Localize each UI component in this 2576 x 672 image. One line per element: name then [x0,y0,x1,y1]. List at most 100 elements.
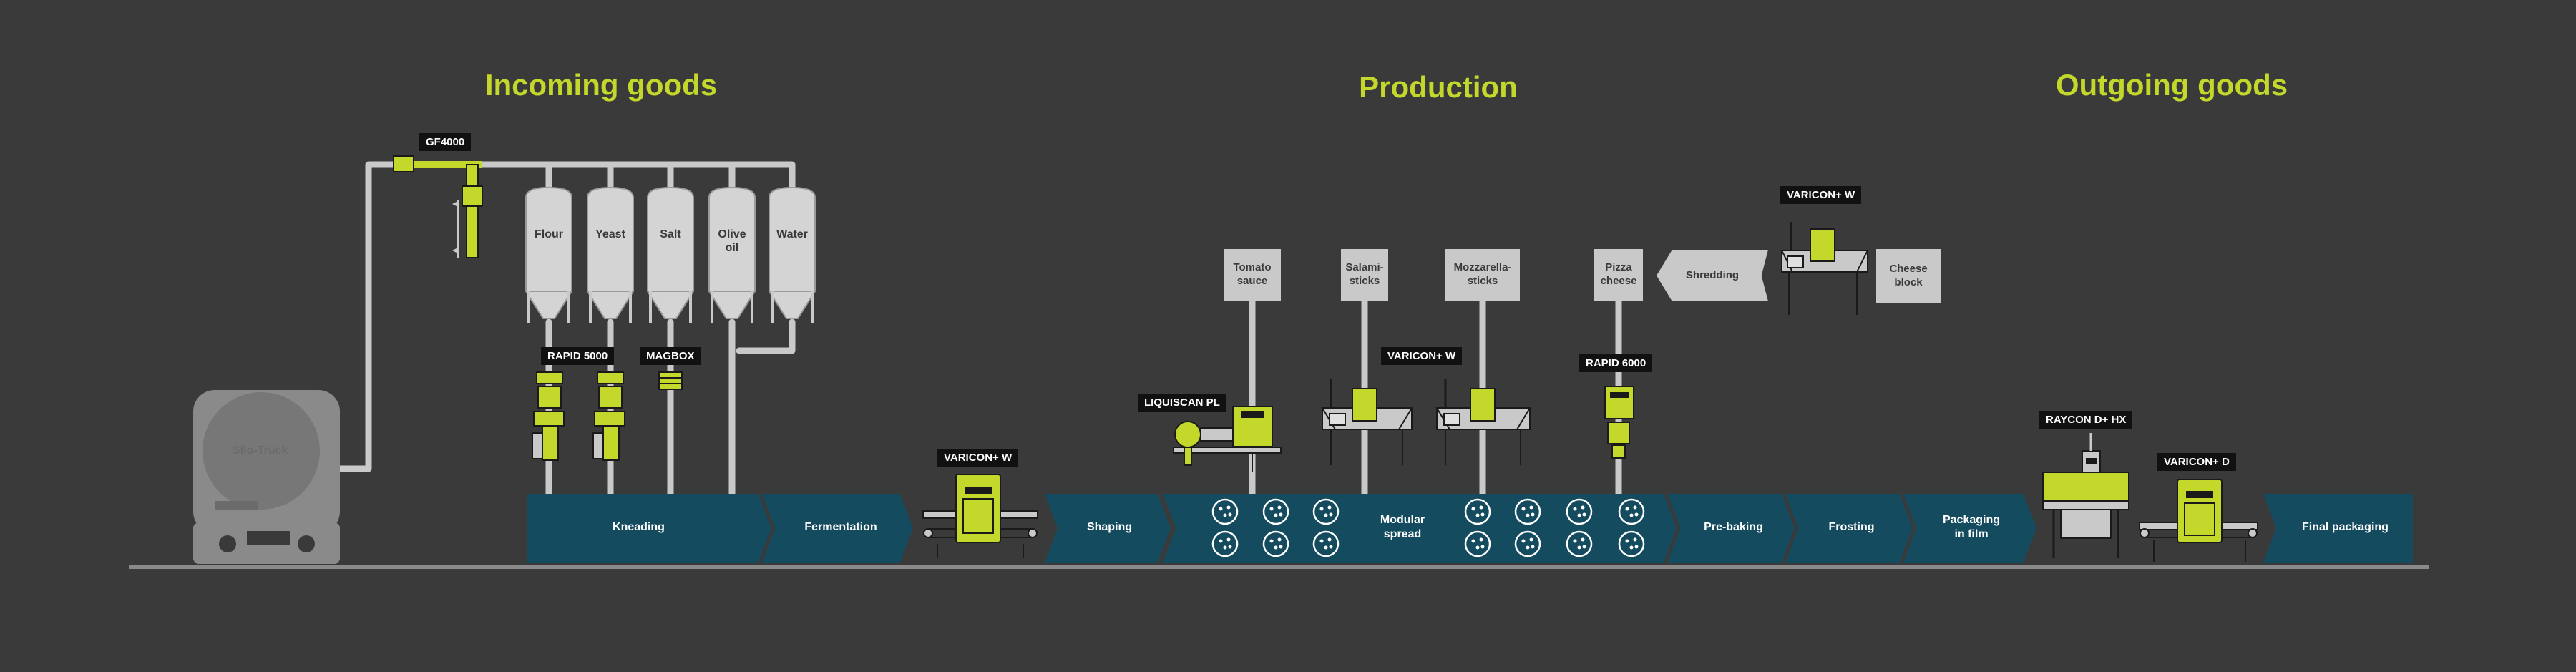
liquiscan-unit [1173,406,1282,472]
pizza-icon [1464,530,1491,557]
tag-rapid6000: RAPID 6000 [1579,354,1653,372]
pizza-icon [1618,498,1645,525]
pizza-topping-dot [1573,507,1577,511]
stage-spread-shape [1163,494,1677,563]
heading-production: Production [1359,70,1518,104]
stage-frosting: Frosting [1828,521,1875,533]
pizza-topping-dot [1625,539,1629,543]
pizza-topping-dot [1582,512,1586,517]
box-salami-sticks: Salami- sticks [1341,249,1388,301]
pizza-topping-dot [1226,537,1231,542]
pizza-topping-dot [1228,512,1232,517]
pizza-topping-dot [1319,539,1324,543]
pizza-topping-dot [1633,537,1637,542]
pizza-topping-dot [1526,513,1530,517]
pizza-topping-dot [1625,507,1629,511]
mozzarella-dispenser-unit [1435,379,1531,465]
pizza-topping-dot [1277,505,1282,510]
box-pizza-cheese: Pizza cheese [1594,249,1643,301]
pizza-icon [1262,498,1289,525]
stage-final-packaging: Final packaging [2302,521,2389,533]
flour-drop [530,161,552,191]
pizza-topping-dot [1277,537,1282,542]
pizza-topping-dot [1274,545,1278,550]
pizza-icon [1312,530,1340,557]
pizza-topping-dot [1269,507,1274,511]
salt-drop [651,161,674,191]
silo-group [525,186,816,323]
tag-varicon-d: VARICON+ D [2157,453,2236,471]
box-shredding: Shredding [1657,250,1768,301]
magbox-unit [658,371,683,390]
pizza-topping-dot [1634,512,1639,517]
pizza-topping-dot [1634,545,1639,549]
silo-label-olive-oil: Olive oil [718,228,746,255]
silo-label-salt: Salt [660,228,681,240]
silo-truck-label: Silo-Truck [233,444,288,457]
pizza-topping-dot [1324,513,1328,517]
pizza-topping-dot [1327,505,1332,510]
pizza-icon [1566,498,1593,525]
stage-frosting-shape [1785,494,1913,563]
pizza-topping-dot [1582,545,1586,549]
pizza-topping-dot [1279,545,1283,549]
pizza-topping-dot [1223,545,1227,550]
silo-olive-oil [708,186,756,319]
pizza-topping-dot [1531,512,1535,517]
stage-prebaking-shape [1667,494,1795,563]
heading-outgoing-goods: Outgoing goods [2055,68,2288,102]
raycon-unit [2042,433,2129,558]
heading-incoming-goods: Incoming goods [484,68,718,102]
water-drop [773,161,796,191]
pizza-icon [1618,530,1645,557]
tag-liquiscan: LIQUISCAN PL [1138,394,1226,412]
pizza-topping-dot [1521,507,1526,511]
pizza-icon [1211,498,1239,525]
pizza-topping-dot [1274,513,1278,517]
box-cheese-block: Cheese block [1876,249,1941,303]
stage-fermentation: Fermentation [804,521,877,533]
pizza-icon [1464,498,1491,525]
stage-shaping-shape [1045,494,1171,563]
tag-varicon-w-cheese: VARICON+ W [1780,186,1862,204]
pizza-topping-dot [1577,513,1581,517]
salami-dispenser-unit [1321,379,1413,465]
silo-yeast [587,186,634,319]
silo-label-yeast: Yeast [595,228,625,240]
pizza-topping-dot [1319,507,1324,511]
pizza-topping-dot [1279,512,1283,517]
pizza-topping-dot [1475,545,1480,550]
stage-fermentation-shape [762,494,913,563]
pizza-topping-dot [1269,539,1274,543]
yeast-drop [590,161,614,191]
varicon-w-3-unit [1780,222,1869,315]
pizza-topping-dot [1479,505,1483,510]
pizza-topping-dot [1219,507,1223,511]
stage-pre-baking: Pre-baking [1704,521,1763,533]
water-down [736,318,796,354]
pizza-topping-dot [1329,545,1333,549]
pizza-topping-dot [1480,512,1485,517]
silo-water [769,186,816,319]
rapid5000-unit-2 [592,371,625,461]
pizza-topping-dot [1521,539,1526,543]
pizza-icon [1312,498,1340,525]
gf4000-unit [393,155,483,258]
pizza-topping-dot [1526,545,1530,550]
pizza-topping-dot [1226,505,1231,510]
box-tomato-sauce: Tomato sauce [1224,249,1281,301]
pizza-icon [1211,530,1239,557]
silo-label-water: Water [776,228,808,240]
stage-shaping: Shaping [1086,521,1133,533]
tag-rapid5000: RAPID 5000 [541,347,615,365]
pizza-topping-dot [1219,539,1223,543]
silo-label-flour: Flour [535,228,563,240]
stage-kneading: Kneading [613,521,665,533]
pizza-topping-dot [1475,513,1480,517]
stage-kneading-shape [527,494,771,563]
pizza-topping-dot [1471,539,1475,543]
conveyor-band [527,494,2413,563]
pizza-topping-dot [1629,545,1634,550]
oil-drop [712,161,736,191]
